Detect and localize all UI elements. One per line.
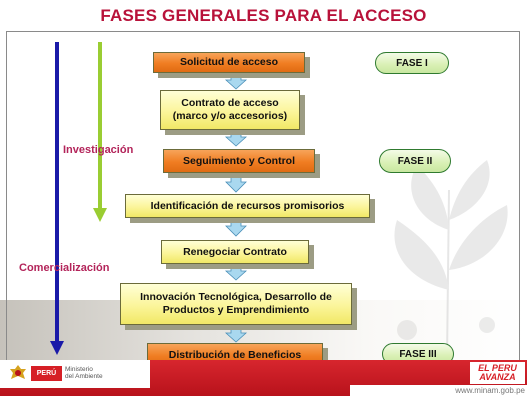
step-innovacion: Innovación Tecnológica, Desarrollo de Pr… xyxy=(120,283,352,325)
brand-logo-icon: EL PERU AVANZA xyxy=(470,362,525,384)
connector-arrow-icon xyxy=(224,130,248,147)
connector-arrow-icon xyxy=(224,73,248,90)
step-solicitud: Solicitud de acceso xyxy=(153,52,305,73)
phase-badge-1: FASE I xyxy=(375,52,449,74)
step-seguimiento: Seguimiento y Control xyxy=(163,149,315,173)
step-renegociar: Renegociar Contrato xyxy=(161,240,309,264)
page-title: FASES GENERALES PARA EL ACCESO xyxy=(100,6,427,25)
connector-arrow-icon xyxy=(224,264,248,281)
ministry-name: Ministerio del Ambiente xyxy=(65,366,103,380)
label-investigacion: Investigación xyxy=(63,144,134,156)
connector-arrow-icon xyxy=(225,219,247,237)
step-contrato: Contrato de acceso (marco y/o accesorios… xyxy=(160,90,300,130)
plant-watermark-icon xyxy=(394,160,508,360)
step-connectors xyxy=(224,73,248,343)
connector-arrow-icon xyxy=(224,326,248,343)
website-url[interactable]: www.minam.gob.pe xyxy=(455,386,525,395)
step-identificacion: Identificación de recursos promisorios xyxy=(125,194,370,218)
connector-arrow-icon xyxy=(225,174,247,193)
peru-badge: PERÚ xyxy=(31,366,62,381)
peru-logo-icon xyxy=(10,365,26,379)
phase-badge-2: FASE II xyxy=(379,149,451,173)
footer-logo-area xyxy=(0,360,150,388)
url-strip xyxy=(350,385,527,396)
investigacion-arrow-icon xyxy=(93,42,107,222)
label-comercializacion: Comercialización xyxy=(19,262,110,274)
comercializacion-arrow-icon xyxy=(50,42,64,355)
